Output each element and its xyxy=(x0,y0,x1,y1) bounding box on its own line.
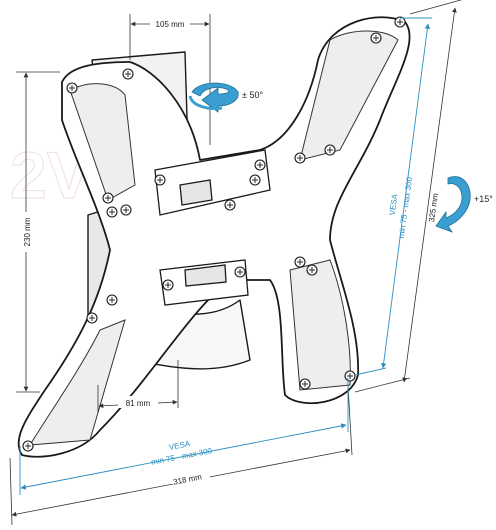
top-width-label: 105 mm xyxy=(156,20,185,29)
screw-icon xyxy=(122,68,134,80)
swivel-label: ± 50° xyxy=(242,90,263,100)
screw-icon xyxy=(294,152,306,164)
screw-icon xyxy=(254,159,266,171)
swivel-arrow-icon xyxy=(188,82,239,113)
plate-arms xyxy=(29,30,399,446)
screw-icon xyxy=(22,440,34,452)
tilt-arrow-icon xyxy=(435,176,471,233)
screw-icon xyxy=(86,312,98,324)
screw-icon xyxy=(370,32,382,44)
center-block xyxy=(154,149,271,306)
screw-icon xyxy=(162,279,174,291)
screw-icon xyxy=(299,378,311,390)
tilt-label: +15° xyxy=(474,194,493,204)
vesa-horizontal-line1: VESA xyxy=(168,439,191,452)
screw-icon xyxy=(66,82,78,94)
screw-icon xyxy=(106,294,118,306)
vesa-lines xyxy=(19,17,432,495)
left-height-label: 230 mm xyxy=(23,217,32,246)
screw-icon xyxy=(306,264,318,276)
screw-icon xyxy=(234,266,246,278)
screw-icon xyxy=(154,174,166,186)
vesa-vertical-line1: VESA xyxy=(388,193,400,216)
screw-icon xyxy=(344,370,356,382)
screw-icon xyxy=(324,144,336,156)
screw-icon xyxy=(249,174,261,186)
screw-icon xyxy=(102,192,114,204)
screw-group xyxy=(22,16,406,452)
screw-icon xyxy=(394,16,406,28)
screw-icon xyxy=(224,199,236,211)
bottom-inner-label: 81 mm xyxy=(126,399,151,408)
right-height-label: 325 mm xyxy=(427,192,440,222)
screw-icon xyxy=(120,204,132,216)
screw-icon xyxy=(294,256,306,268)
screw-icon xyxy=(106,206,118,218)
vesa-vertical-line2: min 75 - max 300 xyxy=(397,176,415,239)
